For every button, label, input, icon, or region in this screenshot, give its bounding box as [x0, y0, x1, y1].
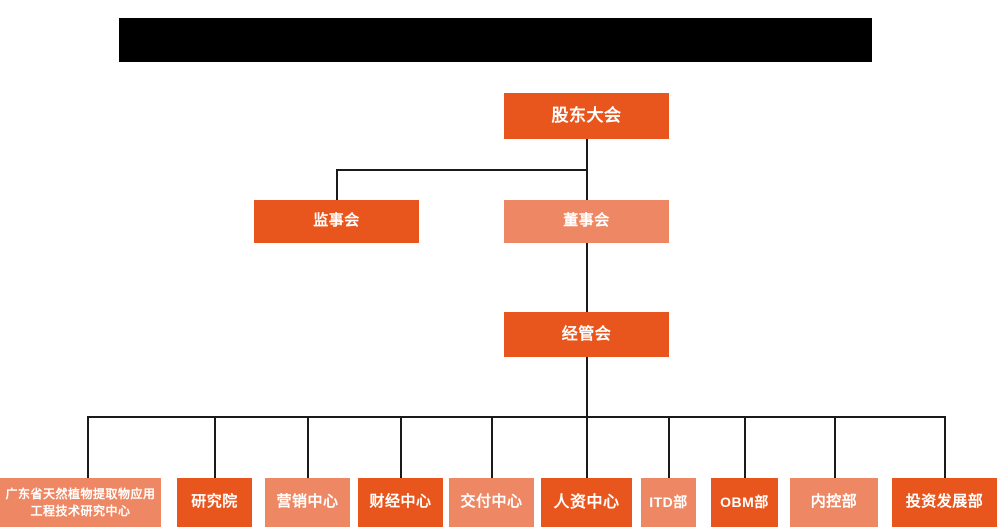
connector-shareholders-stem: [586, 139, 588, 171]
connector-management-stem: [586, 357, 588, 417]
node-label: 财经中心: [369, 493, 432, 511]
connector-level1-bus: [336, 169, 588, 171]
connector-drop-obm-department: [744, 416, 746, 478]
node-label: ITD部: [649, 493, 688, 510]
connector-drop-itd-department: [668, 416, 670, 478]
connector-drop-hr-center: [586, 416, 588, 478]
node-itd-department[interactable]: ITD部: [641, 478, 696, 527]
node-internal-control-department[interactable]: 内控部: [790, 478, 878, 527]
connector-drop-internal-control-department: [834, 416, 836, 478]
node-label: 监事会: [313, 212, 360, 230]
node-label: 董事会: [563, 212, 610, 230]
node-label: 人资中心: [553, 493, 620, 511]
node-hr-center[interactable]: 人资中心: [541, 478, 632, 527]
node-investment-development-department[interactable]: 投资发展部: [892, 478, 997, 527]
node-obm-department[interactable]: OBM部: [711, 478, 778, 527]
node-label: 广东省天然植物提取物应用工程技术研究中心: [5, 487, 156, 518]
node-label: 股东大会: [551, 106, 622, 126]
node-management-committee[interactable]: 经管会: [504, 312, 669, 357]
connector-to-board-of-supervisors: [336, 169, 338, 200]
node-label: 交付中心: [460, 493, 523, 511]
node-label: 投资发展部: [905, 493, 984, 511]
connector-drop-delivery-center: [491, 416, 493, 478]
connector-drop-guangdong-research-center: [87, 416, 89, 478]
node-delivery-center[interactable]: 交付中心: [449, 478, 534, 527]
node-label: 营销中心: [276, 493, 339, 511]
connector-drop-research-institute: [214, 416, 216, 478]
node-guangdong-research-center[interactable]: 广东省天然植物提取物应用工程技术研究中心: [0, 478, 161, 527]
node-label: OBM部: [720, 493, 769, 510]
redacted-title-bar: [119, 18, 872, 62]
node-board-of-directors[interactable]: 董事会: [504, 200, 669, 243]
connector-drop-finance-center: [400, 416, 402, 478]
node-marketing-center[interactable]: 营销中心: [265, 478, 350, 527]
node-label: 经管会: [561, 325, 612, 343]
node-label: 研究院: [191, 493, 238, 511]
connector-directors-to-management: [586, 242, 588, 312]
node-research-institute[interactable]: 研究院: [177, 478, 252, 527]
connector-to-board-of-directors: [586, 169, 588, 200]
node-label: 内控部: [810, 493, 858, 511]
connector-drop-investment-development-department: [944, 416, 946, 478]
node-board-of-supervisors[interactable]: 监事会: [254, 200, 419, 243]
node-shareholders-meeting[interactable]: 股东大会: [504, 93, 669, 139]
connector-drop-marketing-center: [307, 416, 309, 478]
connector-level4-bus: [87, 416, 945, 418]
node-finance-center[interactable]: 财经中心: [358, 478, 443, 527]
